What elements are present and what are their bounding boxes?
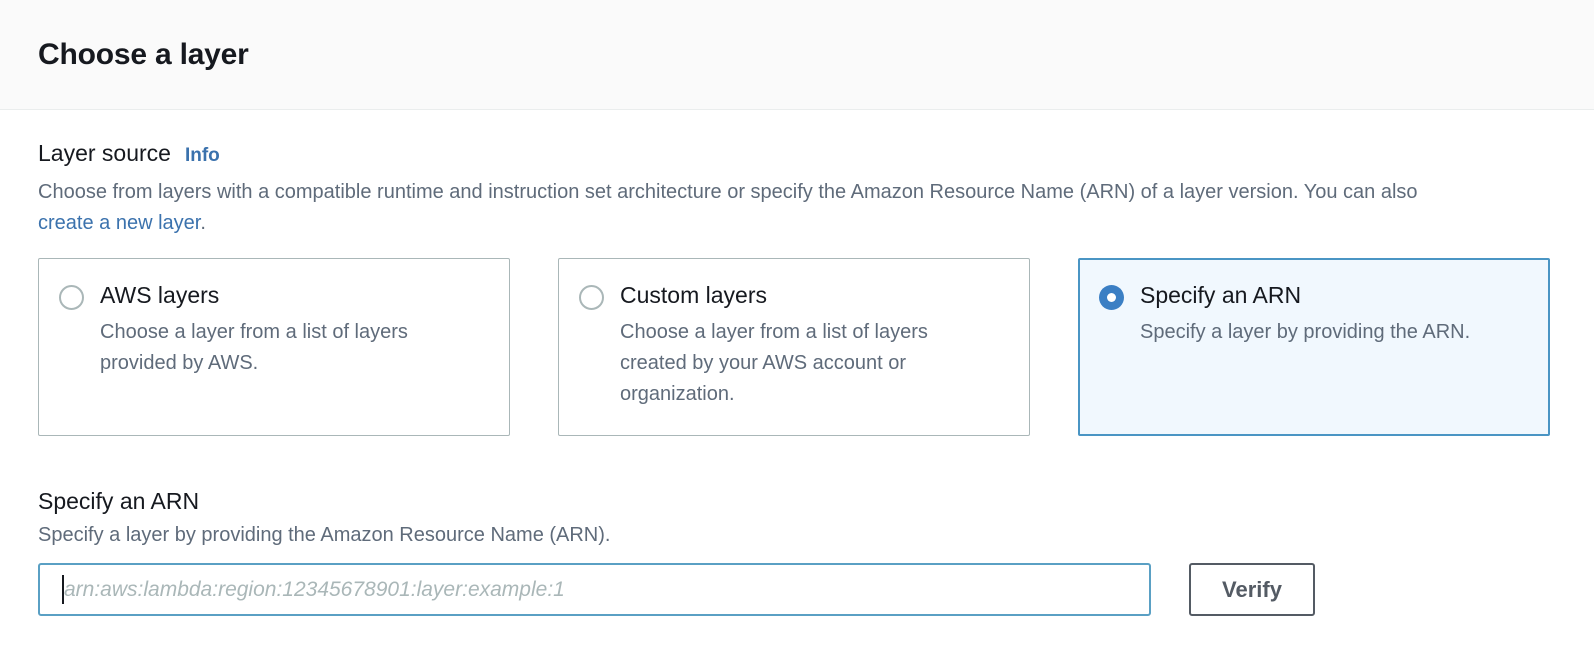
radio-card-specify-an-arn-text: Specify an ARN Specify a layer by provid…: [1140, 281, 1470, 434]
arn-section-title: Specify an ARN: [38, 488, 200, 514]
radio-icon-custom-layers[interactable]: [579, 285, 604, 310]
radio-card-specify-an-arn[interactable]: Specify an ARN Specify a layer by provid…: [1078, 258, 1550, 436]
radio-card-custom-layers-text: Custom layers Choose a layer from a list…: [620, 281, 990, 435]
layer-source-description: Choose from layers with a compatible run…: [38, 177, 1478, 239]
verify-button[interactable]: Verify: [1189, 563, 1315, 616]
arn-section: Specify an ARN Specify a layer by provid…: [38, 488, 1556, 616]
page-title: Choose a layer: [38, 37, 249, 71]
radio-icon-aws-layers[interactable]: [59, 285, 84, 310]
modal-body: Layer source Info Choose from layers wit…: [0, 110, 1594, 616]
layer-source-label-row: Layer source Info: [38, 140, 1556, 167]
radio-card-aws-layers[interactable]: AWS layers Choose a layer from a list of…: [38, 258, 510, 436]
layer-source-description-text-2: .: [200, 212, 206, 234]
radio-icon-specify-an-arn[interactable]: [1099, 285, 1124, 310]
layer-source-radio-group: AWS layers Choose a layer from a list of…: [38, 258, 1556, 436]
text-caret: [62, 575, 64, 604]
radio-card-specify-an-arn-description: Specify a layer by providing the ARN.: [1140, 321, 1471, 343]
create-a-new-layer-link[interactable]: create a new layer: [38, 212, 201, 234]
layer-source-label: Layer source: [38, 140, 171, 166]
info-link[interactable]: Info: [184, 145, 220, 166]
arn-input[interactable]: [38, 563, 1151, 616]
radio-card-aws-layers-description: Choose a layer from a list of layers pro…: [100, 321, 408, 374]
arn-input-wrap: [38, 563, 1151, 616]
arn-section-description: Specify a layer by providing the Amazon …: [38, 524, 611, 546]
radio-card-specify-an-arn-title: Specify an ARN: [1140, 282, 1302, 308]
modal-header: Choose a layer: [0, 0, 1594, 110]
radio-card-custom-layers-title: Custom layers: [620, 282, 767, 308]
radio-card-custom-layers-description: Choose a layer from a list of layers cre…: [620, 321, 928, 405]
arn-input-row: Verify: [38, 563, 1556, 616]
radio-card-aws-layers-title: AWS layers: [100, 282, 220, 308]
radio-card-aws-layers-text: AWS layers Choose a layer from a list of…: [100, 281, 470, 435]
layer-source-description-text-1: Choose from layers with a compatible run…: [38, 181, 1418, 203]
radio-card-custom-layers[interactable]: Custom layers Choose a layer from a list…: [558, 258, 1030, 436]
